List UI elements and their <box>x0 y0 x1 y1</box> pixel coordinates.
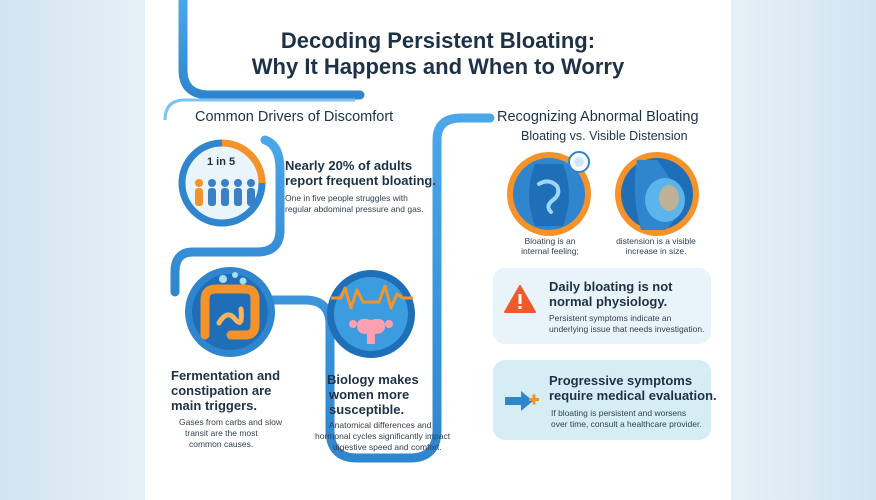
biology-heading-line2: women more <box>329 387 410 402</box>
daily-body-line1: Persistent symptoms indicate an <box>549 313 672 323</box>
stat-badge: 1 in 5 <box>207 156 236 168</box>
left-section-heading: Common Drivers of Discomfort <box>195 109 394 125</box>
biology-body-line3: digestive speed and comfort. <box>333 442 442 452</box>
biology-heading-line1: Biology makes <box>327 372 419 387</box>
abdomen-icon <box>615 152 699 236</box>
biology-heading-line3: susceptible. <box>329 402 405 417</box>
distension-caption-line1: distension is a visible <box>616 236 696 246</box>
warning-icon <box>504 285 536 313</box>
fermentation-body-line3: common causes. <box>189 439 254 449</box>
bloating-caption-line1: Bloating is an <box>524 236 576 246</box>
fermentation-heading-line1: Fermentation and <box>171 368 281 383</box>
daily-heading-line1: Daily bloating is not <box>549 279 673 294</box>
fermentation-body-line1: Gases from carbs and slow <box>179 417 282 427</box>
biology-body-line1: Anatomical differences and <box>329 420 432 430</box>
page-title-line1: Decoding Persistent Bloating: <box>280 28 596 53</box>
progressive-heading-line1: Progressive symptoms <box>549 373 693 388</box>
stat-heading-line2: report frequent bloating. <box>285 173 436 188</box>
fermentation-body-line2: transit are the most <box>185 428 258 438</box>
bloating-caption-line2: internal feeling; <box>521 246 579 256</box>
biology-body-line2: hormonal cycles significantly impact <box>315 431 451 441</box>
progressive-body-line2: over time, consult a healthcare provider… <box>551 419 702 429</box>
stomach-icon <box>507 151 591 236</box>
comparison-subheading: Bloating vs. Visible Distension <box>521 129 688 143</box>
page-title-line2: Why It Happens and When to Worry <box>251 54 625 79</box>
intestine-icon <box>185 267 275 357</box>
arrow-plus-icon <box>505 391 539 411</box>
fermentation-heading-line3: main triggers. <box>171 398 257 413</box>
people-icon <box>178 139 266 227</box>
right-section-heading: Recognizing Abnormal Bloating <box>497 109 699 125</box>
stat-body-line2: regular abdominal pressure and gas. <box>285 204 424 214</box>
daily-body-line2: underlying issue that needs investigatio… <box>549 324 705 334</box>
progressive-body-line1: If bloating is persistent and worsens <box>551 408 687 418</box>
distension-caption-line2: increase in size. <box>625 246 687 256</box>
daily-heading-line2: normal physiology. <box>549 294 668 309</box>
infographic: Decoding Persistent Bloating: Why It Hap… <box>145 0 731 500</box>
right-backdrop <box>731 0 876 500</box>
left-backdrop <box>0 0 145 500</box>
stat-heading-line1: Nearly 20% of adults <box>285 158 413 173</box>
stat-body-line1: One in five people struggles with <box>285 193 408 203</box>
uterus-icon <box>327 270 415 358</box>
fermentation-heading-line2: constipation are <box>171 383 272 398</box>
progressive-heading-line2: require medical evaluation. <box>549 388 717 403</box>
